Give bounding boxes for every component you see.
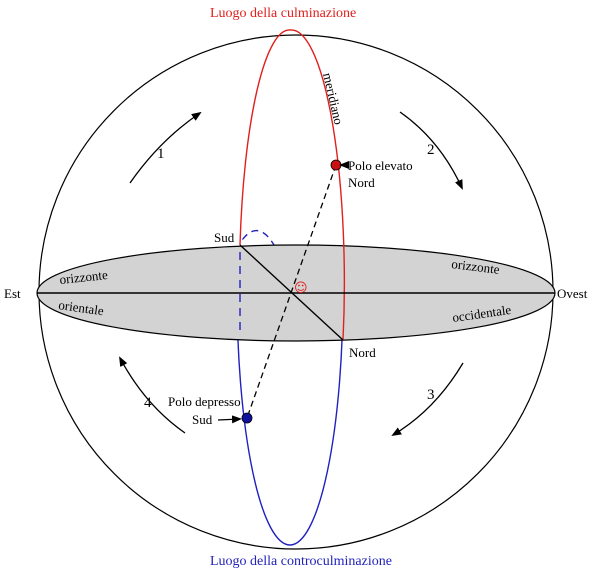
pole-depressed-label-line1: Polo depresso — [168, 394, 241, 409]
horizon-east-bottom-label: orientale — [58, 297, 105, 318]
meridian-label: meridiano — [320, 71, 346, 126]
horizon-west-top-label: orizzonte — [451, 256, 501, 277]
rotation-arrow-2 — [399, 111, 463, 190]
rotation-arrow-3 — [391, 362, 464, 437]
horizon-east-top-label: orizzonte — [59, 267, 109, 287]
rotation-step-4: 4 — [144, 395, 152, 411]
pole-elevated-dot — [330, 159, 342, 171]
north-label: Nord — [349, 345, 376, 360]
west-label: Ovest — [557, 286, 588, 301]
rotation-arrow-1 — [129, 111, 202, 184]
rotation-step-3: 3 — [427, 387, 435, 403]
rotation-step-2: 2 — [427, 142, 435, 158]
meridian-lower-back — [239, 229, 292, 293]
rotation-step-1: 1 — [157, 146, 165, 162]
culmination-label: Luogo della culminazione — [210, 6, 356, 21]
anticulmination-label: Luogo della controculminazione — [210, 554, 392, 569]
pole-depressed-arrow — [217, 415, 242, 424]
meridian-upper — [239, 29, 346, 341]
pole-elevated-label-line1: Polo elevato — [348, 158, 413, 173]
observer-icon: ☺ — [294, 281, 308, 296]
pole-elevated-label-line2: Nord — [348, 175, 375, 190]
world-axis — [246, 164, 337, 419]
south-label: Sud — [214, 230, 235, 245]
east-label: Est — [4, 286, 21, 301]
pole-depressed-dot — [241, 412, 253, 424]
rotation-arrow-4 — [119, 356, 186, 434]
pole-depressed-label-line2: Sud — [192, 412, 213, 427]
